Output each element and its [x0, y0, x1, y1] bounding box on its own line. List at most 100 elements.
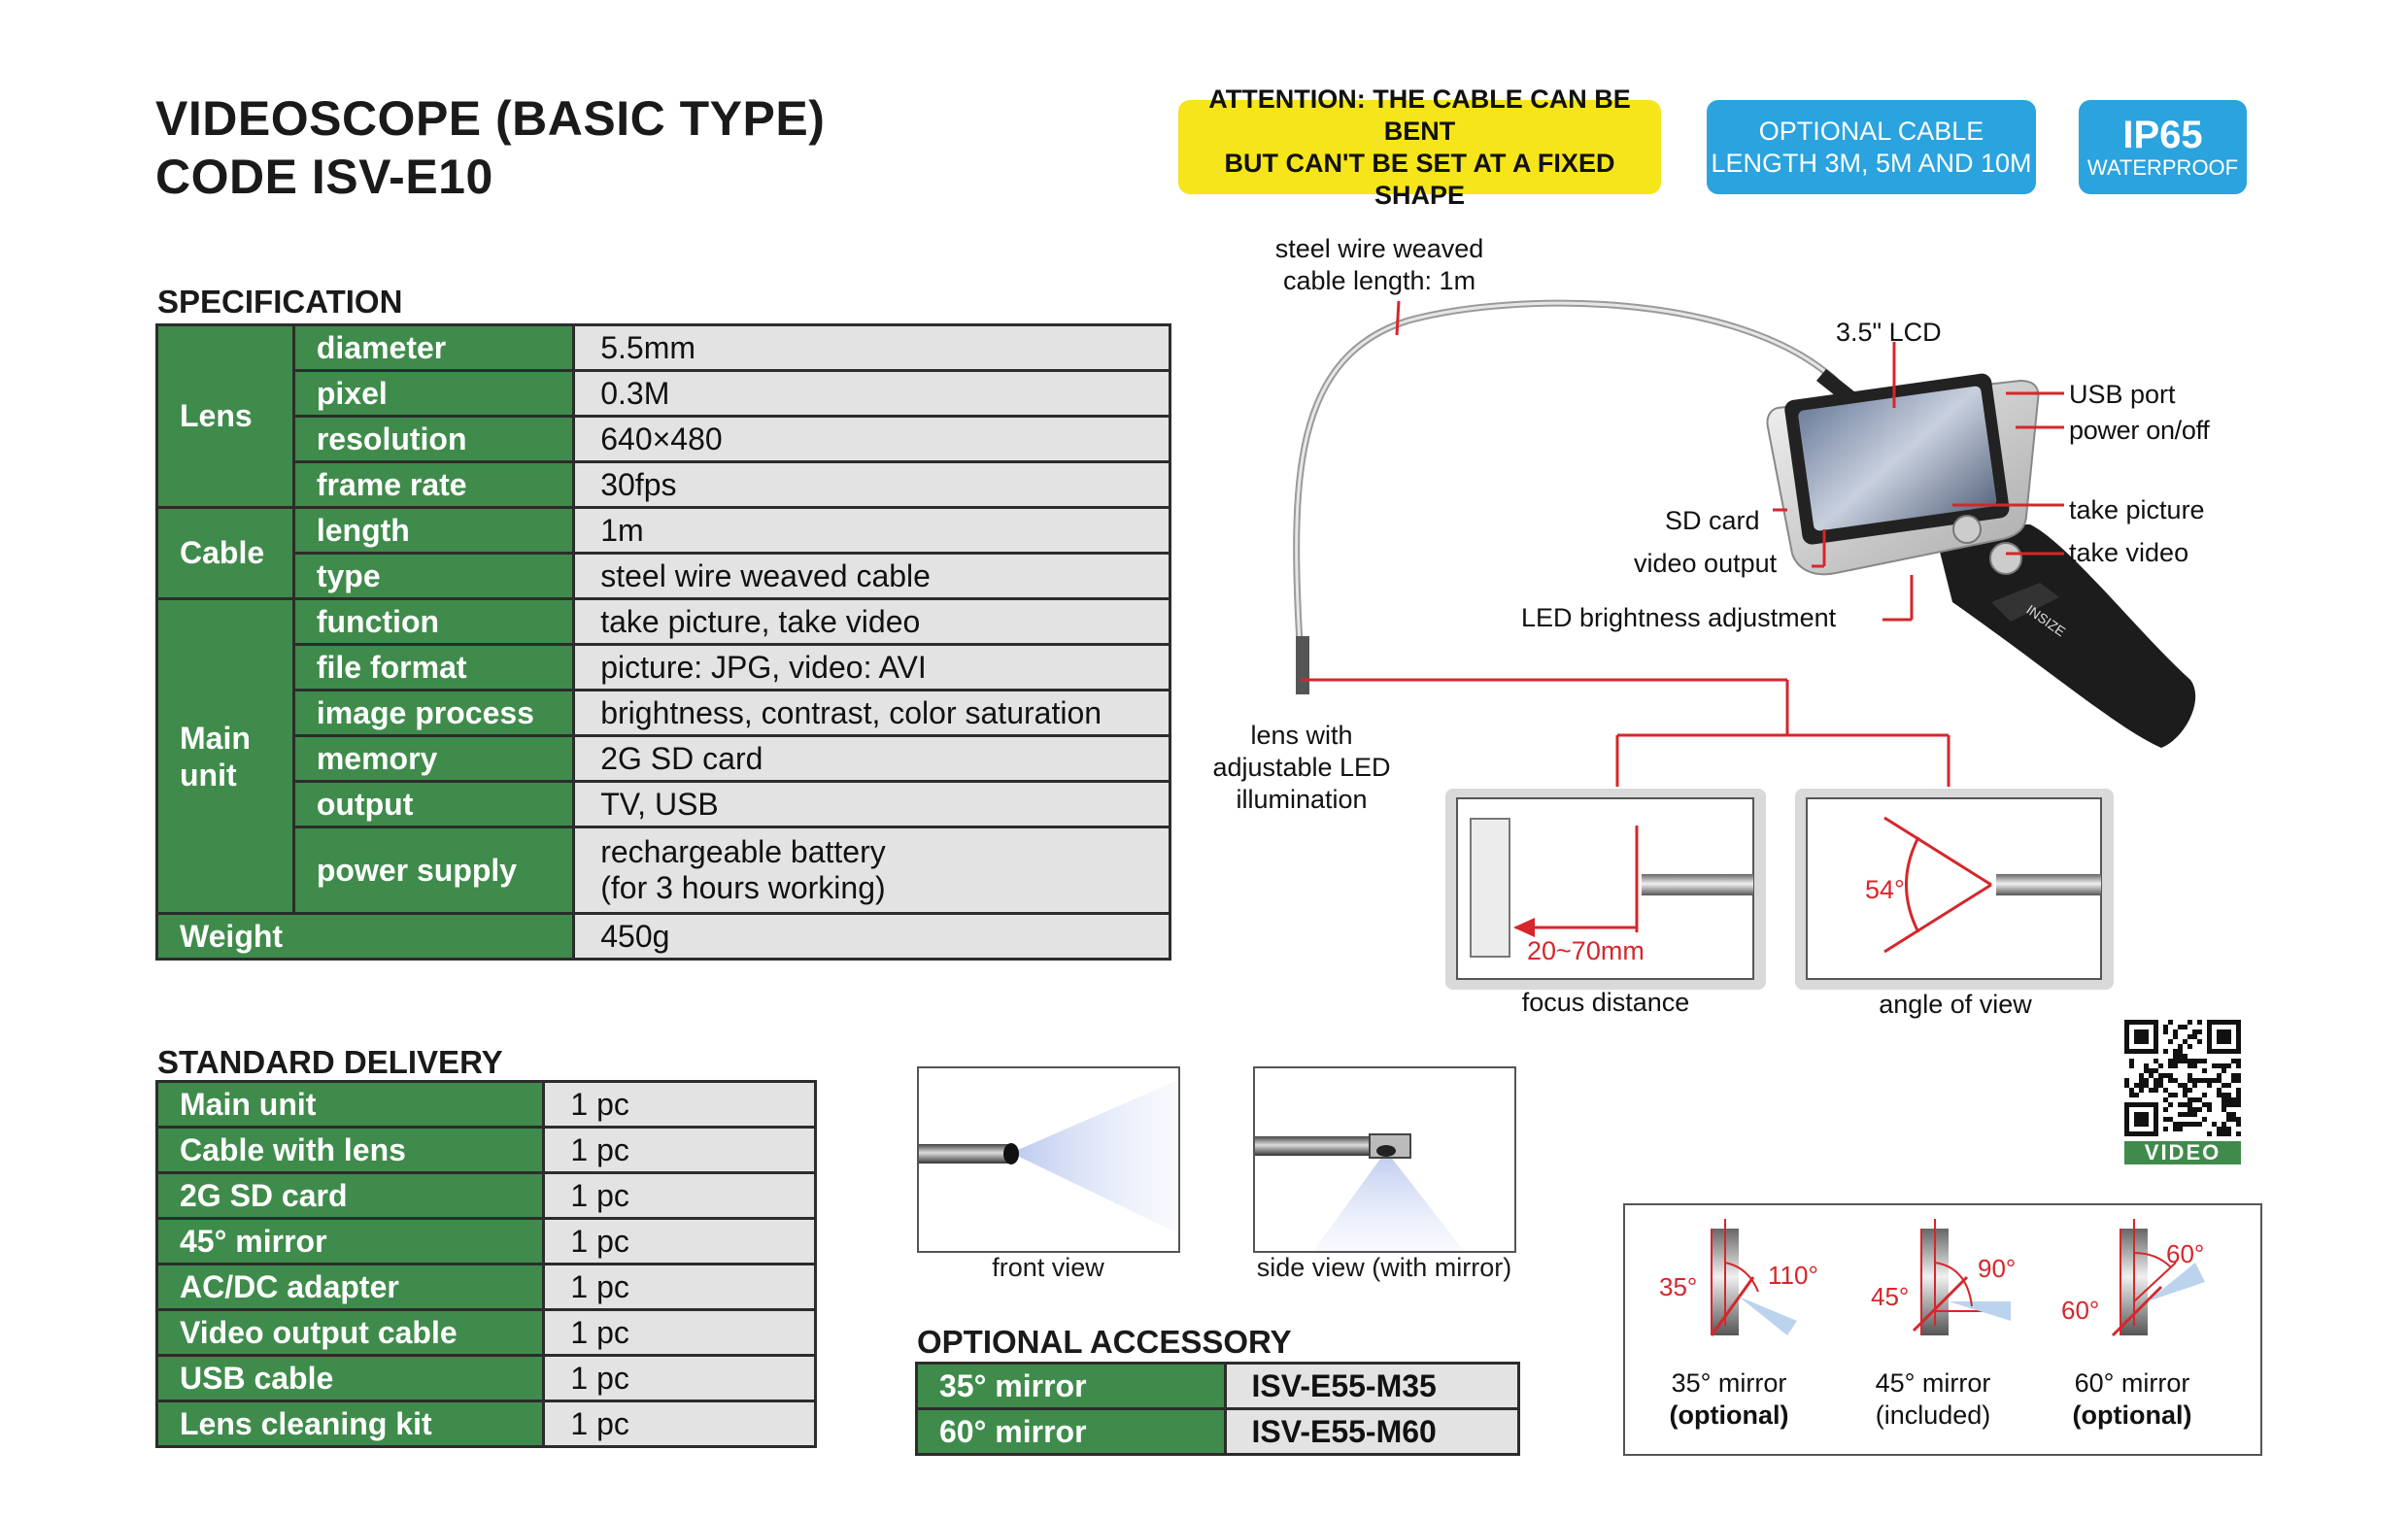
- attention-line-2: BUT CAN'T BE SET AT A FIXED SHAPE: [1224, 148, 1615, 210]
- group-cable: Cable: [155, 506, 295, 600]
- delivery-item: 2G SD card: [154, 1171, 546, 1220]
- mirror-45-angle-b: 90°: [1978, 1254, 2016, 1283]
- title-line-1: VIDEOSCOPE (BASIC TYPE): [155, 91, 826, 146]
- front-view-photo: [917, 1066, 1180, 1253]
- button-video: [1989, 542, 2022, 575]
- table-row: frame rate 30fps: [157, 460, 1171, 509]
- button-picture: [1952, 515, 1982, 544]
- lcd-label: 3.5" LCD: [1836, 318, 1942, 347]
- mirror-45-caption: 45° mirror (included): [1846, 1367, 2020, 1432]
- front-view-caption: front view: [992, 1253, 1104, 1282]
- delivery-qty: 1 pc: [542, 1080, 817, 1129]
- spec-label: length: [291, 506, 576, 555]
- lens-callout-line-2: adjustable LED: [1212, 753, 1391, 782]
- spec-label: power supply: [291, 826, 576, 915]
- accessory-name: 60° mirror: [915, 1407, 1227, 1456]
- group-main-unit-label: Main unit: [180, 720, 251, 793]
- delivery-item: Lens cleaning kit: [154, 1400, 546, 1448]
- focus-distance-caption: focus distance: [1521, 988, 1690, 1017]
- led-brightness-label: LED brightness adjustment: [1521, 603, 1837, 632]
- mirror-35-name: 35° mirror: [1671, 1368, 1787, 1398]
- spec-label: function: [291, 597, 576, 646]
- video-output-label: video output: [1634, 549, 1778, 578]
- table-row: pixel 0.3M: [157, 369, 1171, 418]
- table-row: Weight 450g: [154, 912, 1171, 961]
- mirror-35-angle-a: 35°: [1659, 1272, 1697, 1301]
- attention-line-1: ATTENTION: THE CABLE CAN BE BENT: [1208, 84, 1631, 146]
- delivery-item: USB cable: [154, 1354, 546, 1402]
- spec-value: picture: JPG, video: AVI: [572, 643, 1171, 692]
- mirror-35-caption: 35° mirror (optional): [1642, 1367, 1816, 1432]
- qr-pattern: [2124, 1020, 2241, 1136]
- page-title: VIDEOSCOPE (BASIC TYPE) CODE ISV-E10: [155, 89, 825, 206]
- specification-heading: SPECIFICATION: [157, 284, 403, 320]
- lens-callout: lens with adjustable LED illumination: [1195, 720, 1408, 816]
- delivery-qty: 1 pc: [542, 1171, 817, 1220]
- device-handle: [1933, 524, 2196, 748]
- table-row: memory 2G SD card: [157, 734, 1171, 783]
- cable-callout-line-2: cable length: 1m: [1282, 266, 1476, 295]
- delivery-qty: 1 pc: [542, 1217, 817, 1265]
- lens-callout-line-3: illumination: [1236, 785, 1368, 814]
- mirror-45-illustration: [1912, 1219, 2011, 1335]
- mirror-35-angle-b: 110°: [1768, 1261, 1818, 1290]
- spec-value: take picture, take video: [572, 597, 1171, 646]
- spec-value: brightness, contrast, color saturation: [572, 689, 1171, 737]
- spec-value: 5.5mm: [572, 323, 1171, 372]
- qr-code[interactable]: VIDEO: [2124, 1020, 2241, 1164]
- qr-video-label: VIDEO: [2124, 1141, 2241, 1164]
- spec-value: rechargeable battery (for 3 hours workin…: [572, 826, 1171, 915]
- mirror-45-name: 45° mirror: [1875, 1368, 1991, 1398]
- mirror-60-caption: 60° mirror (optional): [2045, 1367, 2220, 1432]
- standard-delivery-heading: STANDARD DELIVERY: [157, 1044, 503, 1080]
- group-weight: Weight: [154, 912, 576, 961]
- table-row: resolution 640×480: [157, 415, 1171, 463]
- spec-value: 2G SD card: [572, 734, 1171, 783]
- mirror-35-status: (optional): [1669, 1400, 1789, 1430]
- sd-card-label: SD card: [1665, 506, 1760, 535]
- accessory-code: ISV-E55-M35: [1223, 1362, 1521, 1410]
- spec-value: steel wire weaved cable: [572, 552, 1171, 600]
- table-row: Lens diameter 5.5mm: [155, 323, 1171, 509]
- side-view-illustration: [1255, 1133, 1464, 1251]
- spec-label: image process: [291, 689, 576, 737]
- spec-label: output: [291, 780, 576, 828]
- spec-label: frame rate: [291, 460, 576, 509]
- delivery-qty: 1 pc: [542, 1354, 817, 1402]
- table-row: type steel wire weaved cable: [157, 552, 1171, 600]
- take-video-label: take video: [2069, 538, 2189, 567]
- spec-value: TV, USB: [572, 780, 1171, 828]
- group-lens: Lens: [155, 323, 295, 509]
- mirror-60-angle-b: 60°: [2166, 1239, 2204, 1268]
- focus-distance-value: 20~70mm: [1527, 936, 1645, 965]
- side-view-photo: [1253, 1066, 1516, 1253]
- spec-value: 0.3M: [572, 369, 1171, 418]
- delivery-item: Video output cable: [154, 1308, 546, 1357]
- front-view-illustration: [919, 1080, 1178, 1233]
- angle-value: 54°: [1865, 875, 1905, 904]
- spec-label: resolution: [291, 415, 576, 463]
- lens-callout-line-1: lens with: [1250, 721, 1353, 750]
- table-row: power supply rechargeable battery (for 3…: [157, 826, 1171, 915]
- table-row: file format picture: JPG, video: AVI: [157, 643, 1171, 692]
- title-line-2: CODE ISV-E10: [155, 150, 493, 204]
- spec-value: 640×480: [572, 415, 1171, 463]
- cable-callout: steel wire weaved cable length: 1m: [1243, 233, 1515, 297]
- mirror-60-illustration: [2111, 1219, 2205, 1337]
- mirror-35-illustration: [1710, 1219, 1797, 1336]
- spec-value: 30fps: [572, 460, 1171, 509]
- mirror-45-angle-a: 45°: [1871, 1282, 1909, 1311]
- specification-table: Lens diameter 5.5mm pixel 0.3M resolutio…: [154, 323, 1171, 961]
- spec-label: pixel: [291, 369, 576, 418]
- delivery-qty: 1 pc: [542, 1308, 817, 1357]
- usb-port-label: USB port: [2069, 380, 2176, 409]
